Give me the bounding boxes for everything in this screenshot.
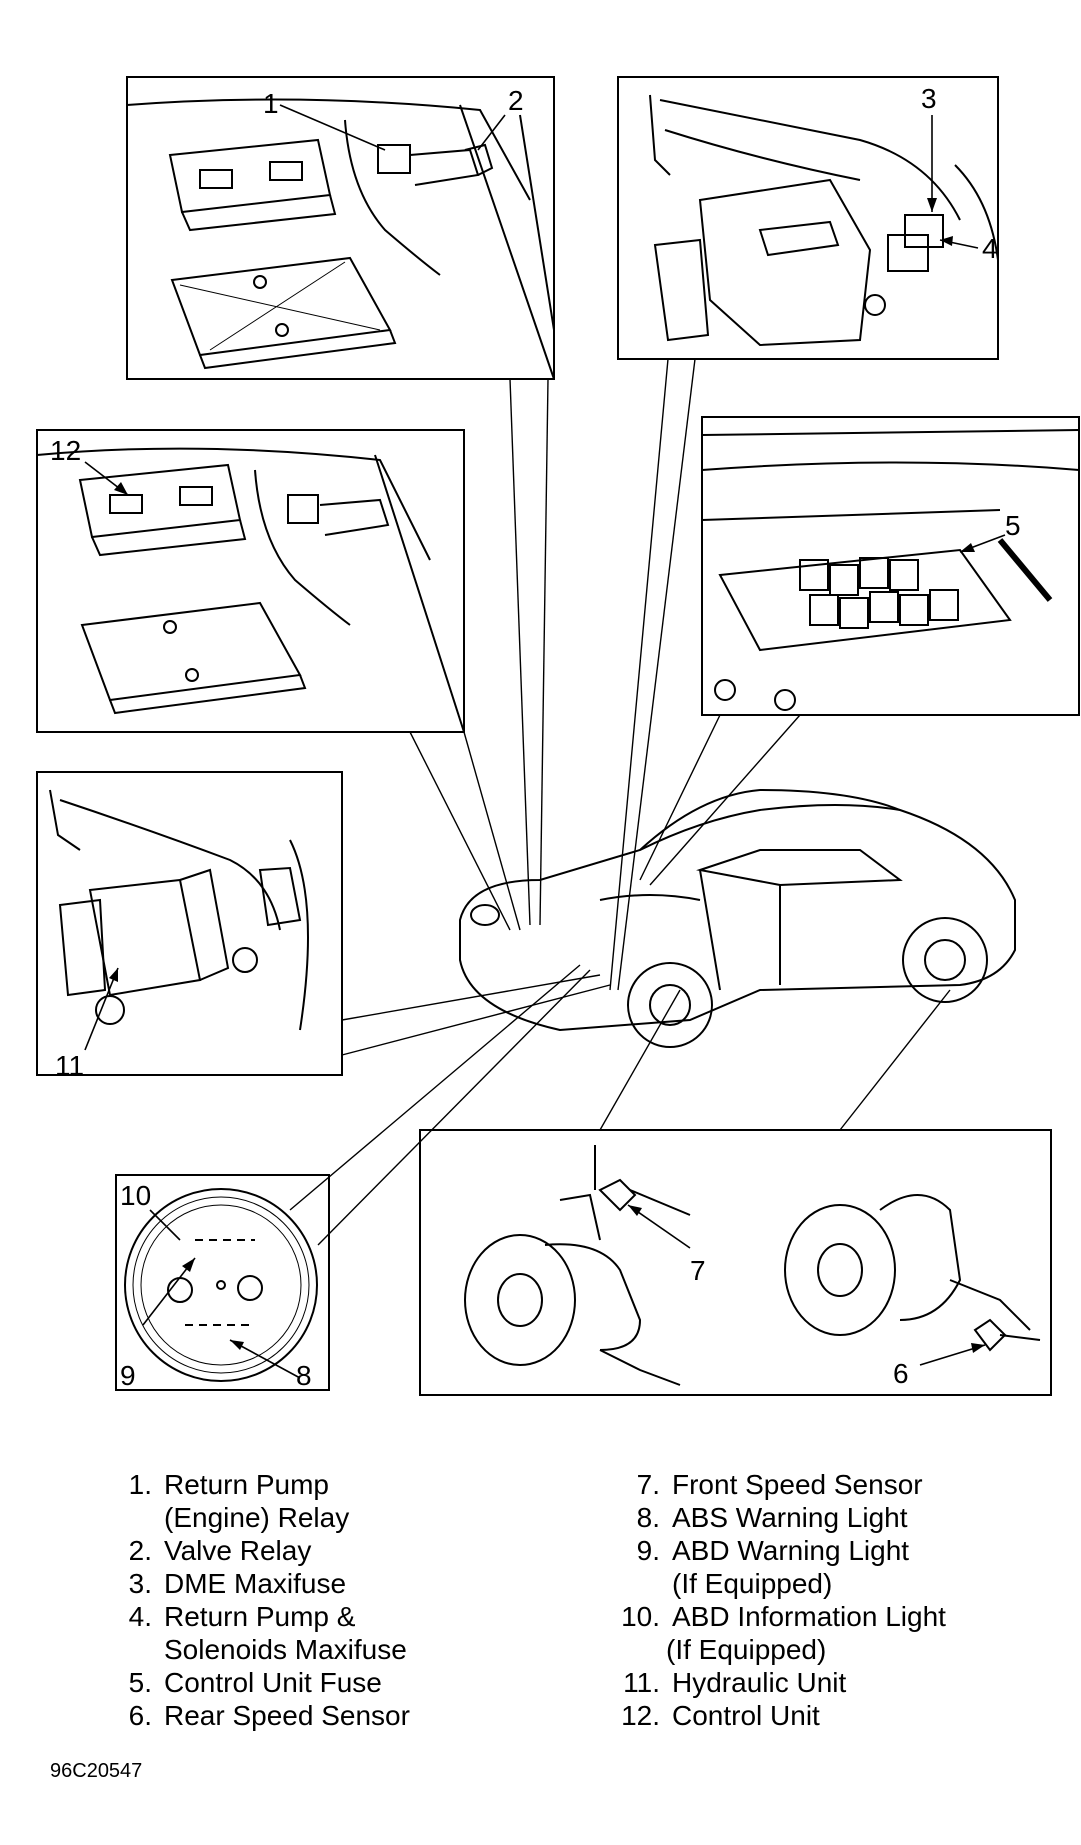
legend-item-8: 8.ABS Warning Light	[636, 1502, 908, 1533]
callout-4: 4	[982, 233, 998, 264]
callout-9: 9	[120, 1360, 136, 1391]
legend-item-12: 12.Control Unit	[621, 1700, 820, 1731]
inset-control-unit: 12	[36, 429, 465, 733]
inset-maxifuses: 3 4	[617, 76, 999, 360]
tray-drawing	[170, 256, 397, 370]
car-drawing	[459, 788, 1016, 1048]
legend-item-4-cont: Solenoids Maxifuse	[164, 1634, 407, 1665]
legend-item-6: 6.Rear Speed Sensor	[128, 1700, 410, 1731]
fuse-relays	[799, 557, 959, 629]
legend-item-11: 11.Hydraulic Unit	[623, 1667, 847, 1698]
legend-item-2: 2.Valve Relay	[128, 1535, 312, 1566]
legend-item-1-cont: (Engine) Relay	[164, 1502, 350, 1533]
inset-wheel-speed-sensors: 7 6	[419, 1129, 1052, 1396]
callout-3: 3	[921, 83, 937, 114]
inset-hydraulic-unit: 11	[36, 771, 343, 1081]
leader-lines	[289, 358, 951, 1246]
callout-5: 5	[1005, 510, 1021, 541]
legend-item-7: 7.Front Speed Sensor	[636, 1469, 923, 1500]
legend-item-3: 3.DME Maxifuse	[128, 1568, 347, 1599]
legend-item-9-cont: (If Equipped)	[672, 1568, 833, 1599]
legend-item-1: 1.Return Pump	[128, 1469, 329, 1500]
legend-left: 1.Return Pump (Engine) Relay 2.Valve Rel…	[112, 1468, 410, 1732]
callout-7: 7	[690, 1255, 706, 1286]
inset-control-unit-relays: 1 2	[126, 76, 555, 380]
rear-hub-drawing	[784, 1194, 1041, 1352]
figure-code: 96C20547	[50, 1760, 143, 1782]
legend-right: 7.Front Speed Sensor 8.ABS Warning Light…	[606, 1468, 946, 1732]
legend-item-9: 9.ABD Warning Light	[636, 1535, 910, 1566]
callout-6: 6	[893, 1358, 909, 1389]
legend-item-10-cont: (If Equipped)	[666, 1634, 827, 1665]
callout-2: 2	[508, 85, 524, 116]
callout-1: 1	[263, 88, 279, 119]
inset-fuse-box: 5	[701, 416, 1080, 716]
callout-11: 11	[55, 1050, 84, 1081]
inset-instrument-cluster: 10 9 8	[115, 1174, 330, 1391]
callout-12: 12	[50, 435, 81, 466]
callout-8: 8	[296, 1360, 312, 1391]
legend-item-4: 4.Return Pump &	[128, 1601, 356, 1632]
legend-item-10: 10.ABD Information Light	[621, 1601, 946, 1632]
front-hub-drawing	[464, 1145, 691, 1386]
control-unit-drawing	[168, 138, 337, 232]
relay-drawing	[377, 143, 494, 186]
callout-10: 10	[120, 1180, 151, 1211]
legend-item-5: 5.Control Unit Fuse	[128, 1667, 382, 1698]
